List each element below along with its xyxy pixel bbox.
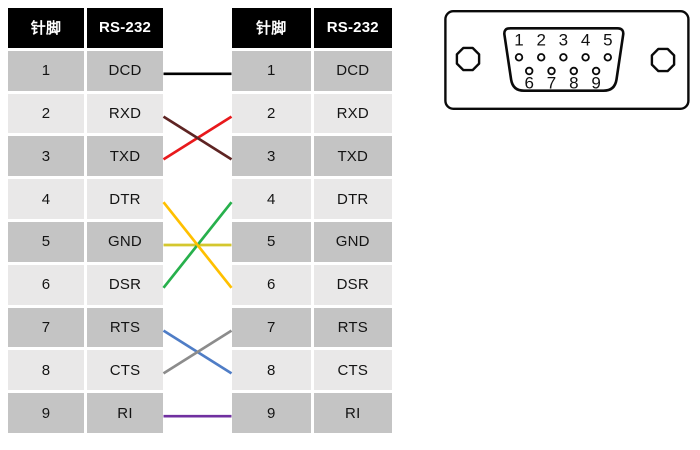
wiring-lines [162, 72, 233, 418]
signal-name-cell: TXD [313, 136, 392, 177]
signal-name-cell: DCD [87, 50, 163, 91]
pin-number-cell: 9 [232, 393, 311, 433]
pin-number-3: 3 [559, 31, 568, 50]
signal-name-cell: DCD [313, 50, 392, 91]
pin-number-cell: 7 [232, 307, 311, 348]
pin-number-cell: 3 [232, 136, 311, 177]
pin-number-cell: 5 [232, 221, 311, 262]
pin-hole-2 [536, 53, 546, 62]
header-pin-label: 针脚 [8, 8, 84, 48]
signal-name-cell: RTS [313, 307, 392, 348]
signal-name-cell: DTR [87, 179, 163, 219]
pin-number-2: 2 [536, 31, 545, 50]
pin-hole-1 [514, 53, 524, 62]
signal-name-cell: GND [87, 221, 163, 262]
pin-hole-8 [569, 66, 578, 76]
wire-rxd-txd [162, 115, 233, 161]
pin-number-cell: 6 [8, 264, 84, 305]
signal-name-cell: CTS [87, 350, 163, 391]
pin-number-4: 4 [581, 31, 590, 50]
wire-dtr-dsr [162, 201, 233, 289]
signal-name-cell: RXD [87, 93, 163, 134]
pin-hole-3 [559, 53, 568, 62]
pin-number-cell: 9 [8, 393, 84, 433]
signal-name-cell: DSR [313, 264, 392, 305]
pin-number-9: 9 [591, 74, 600, 93]
pin-number-cell: 8 [8, 350, 84, 391]
screw-hole-left-icon [455, 46, 481, 72]
signal-name-cell: DTR [313, 179, 392, 219]
screw-hole-right-icon [650, 47, 676, 73]
pin-hole-9 [591, 66, 601, 76]
pin-number-cell: 1 [8, 50, 84, 91]
signal-name-cell: GND [313, 221, 392, 262]
pin-number-1: 1 [514, 31, 523, 50]
pin-hole-6 [524, 66, 534, 76]
header-pin-label: 针脚 [232, 8, 311, 48]
pin-hole-4 [581, 53, 590, 62]
pin-number-cell: 7 [8, 307, 84, 348]
signal-name-cell: RI [313, 393, 392, 433]
pin-number-cell: 2 [232, 93, 311, 134]
pin-number-cell: 3 [8, 136, 84, 177]
pin-number-7: 7 [547, 74, 556, 93]
pin-number-5: 5 [603, 31, 612, 50]
pin-number-cell: 4 [8, 179, 84, 219]
signal-name-cell: TXD [87, 136, 163, 177]
pin-hole-7 [547, 66, 556, 76]
pin-number-6: 6 [524, 74, 533, 93]
wire-cts-rts [162, 329, 233, 375]
signal-name-cell: RTS [87, 307, 163, 348]
pin-number-8: 8 [569, 74, 578, 93]
pin-number-cell: 5 [8, 221, 84, 262]
pin-number-cell: 6 [232, 264, 311, 305]
signal-name-cell: DSR [87, 264, 163, 305]
signal-name-cell: RXD [313, 93, 392, 134]
pin-number-cell: 1 [232, 50, 311, 91]
pin-number-cell: 4 [232, 179, 311, 219]
header-rs232-label: RS-232 [87, 8, 163, 48]
signal-name-cell: CTS [313, 350, 392, 391]
signal-name-cell: RI [87, 393, 163, 433]
pin-number-cell: 2 [8, 93, 84, 134]
pin-number-cell: 8 [232, 350, 311, 391]
pin-hole-5 [603, 53, 612, 62]
header-rs232-label: RS-232 [313, 8, 392, 48]
